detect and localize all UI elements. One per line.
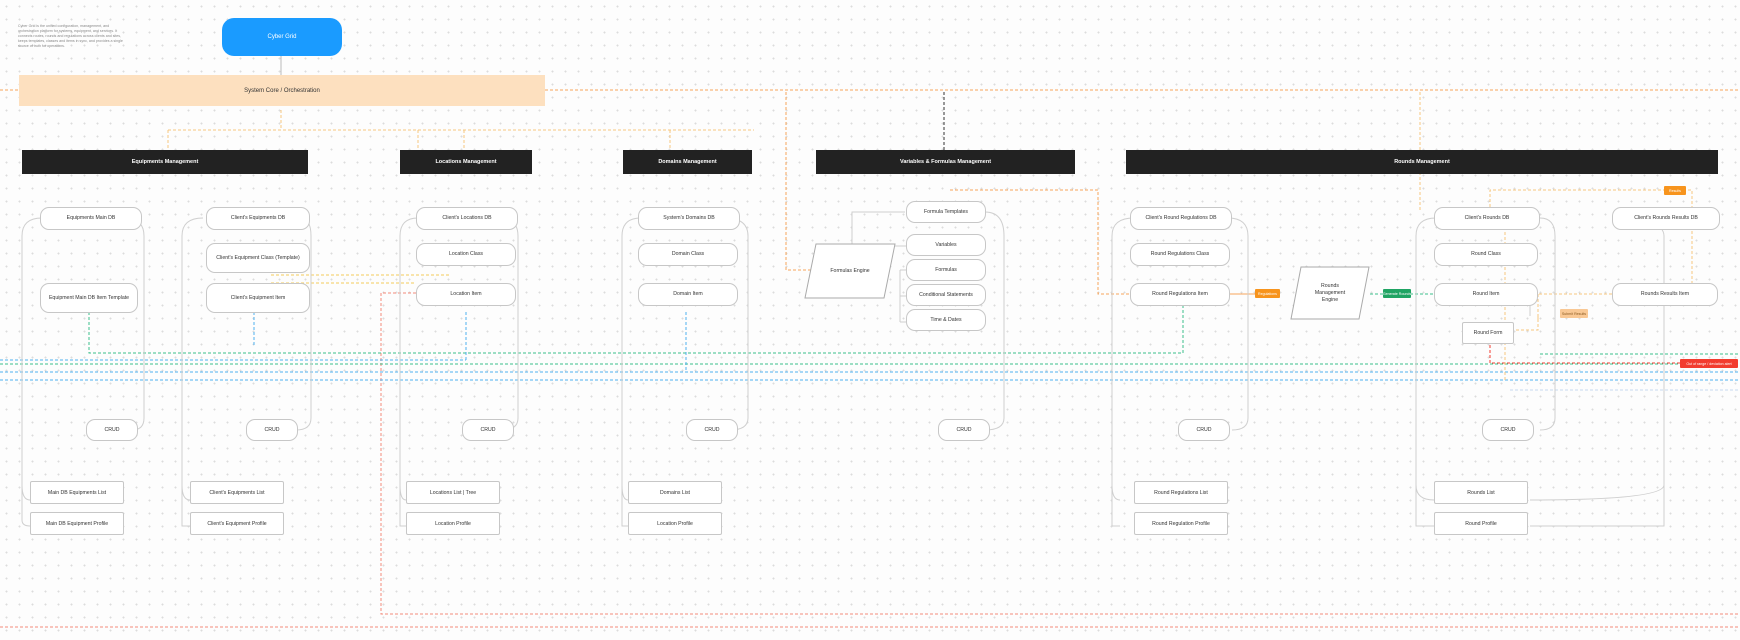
variables-node[interactable]: Variables <box>906 234 986 256</box>
client-equipment-class[interactable]: Client's Equipment Class (Template) <box>206 243 310 273</box>
parallelogram-shape <box>804 243 896 299</box>
conditional-statements[interactable]: Conditional Statements <box>906 284 986 306</box>
rounds-management-engine[interactable]: Rounds Management Engine <box>1290 266 1370 320</box>
rounds-engine-label: Rounds Management Engine <box>1314 282 1346 303</box>
round-regulations-list[interactable]: Round Regulations List <box>1134 481 1228 504</box>
formulas-engine-label: Formulas Engine <box>830 267 870 274</box>
client-round-regulations-db[interactable]: Client's Round Regulations DB <box>1130 207 1232 230</box>
crud-node[interactable]: CRUD <box>1178 419 1230 441</box>
red-loc-drop <box>380 292 1740 615</box>
crud-node[interactable]: CRUD <box>686 419 738 441</box>
client-locations-db[interactable]: Client's Locations DB <box>416 207 518 230</box>
col6-tree <box>1111 217 1249 527</box>
orange-drop-variables <box>785 92 812 271</box>
time-dates[interactable]: Time & Dates <box>906 309 986 331</box>
equipment-main-template[interactable]: Equipment Main DB Item Template <box>40 283 138 313</box>
crud-node[interactable]: CRUD <box>1482 419 1534 441</box>
project-description: Cyber Grid is the unified configuration,… <box>18 24 123 48</box>
main-db-equipments-list[interactable]: Main DB Equipments List <box>30 481 124 504</box>
client-equipments-list[interactable]: Client's Equipments List <box>190 481 284 504</box>
system-domains-db[interactable]: System's Domains DB <box>638 207 740 230</box>
section-domains[interactable]: Domains Management <box>623 150 752 174</box>
section-variables[interactable]: Variables & Formulas Management <box>816 150 1075 174</box>
blue-line-3 <box>0 312 467 361</box>
domain-item[interactable]: Domain Item <box>638 283 738 306</box>
main-db-equipment-profile[interactable]: Main DB Equipment Profile <box>30 512 124 535</box>
green-line-1 <box>88 306 1184 354</box>
client-equipment-item[interactable]: Client's Equipment Item <box>206 283 310 313</box>
formula-to-reg <box>950 189 1255 295</box>
results-tag: Results <box>1664 186 1686 195</box>
round-regulation-profile[interactable]: Round Regulation Profile <box>1134 512 1228 535</box>
location-profile[interactable]: Location Profile <box>406 512 500 535</box>
col1-tree <box>21 217 145 527</box>
red-alert-line <box>1489 330 1690 364</box>
client-equipments-db[interactable]: Client's Equipments DB <box>206 207 310 230</box>
location-class[interactable]: Location Class <box>416 243 516 266</box>
client-equipment-profile[interactable]: Client's Equipment Profile <box>190 512 284 535</box>
formulas-node[interactable]: Formulas <box>906 259 986 281</box>
col7-tree <box>1415 217 1556 527</box>
location-item[interactable]: Location Item <box>416 283 516 306</box>
round-item[interactable]: Round Item <box>1434 283 1538 306</box>
section-locations[interactable]: Locations Management <box>400 150 532 174</box>
formula-templates[interactable]: Formula Templates <box>906 201 986 223</box>
locations-list-tree[interactable]: Locations List | Tree <box>406 481 500 504</box>
core-node[interactable]: System Core / Orchestration <box>19 75 545 106</box>
results-top <box>1489 189 1693 294</box>
client-rounds-results-db[interactable]: Client's Rounds Results DB <box>1612 207 1720 230</box>
crud-node[interactable]: CRUD <box>462 419 514 441</box>
round-regulations-item[interactable]: Round Regulations Item <box>1130 283 1230 306</box>
rounds-results-item[interactable]: Rounds Results Item <box>1612 283 1718 306</box>
section-equipments[interactable]: Equipments Management <box>22 150 308 174</box>
formulas-engine[interactable]: Formulas Engine <box>804 243 896 299</box>
blue-line-1 <box>0 312 1740 373</box>
parallelogram-shape <box>1290 266 1370 320</box>
round-form[interactable]: Round Form <box>1462 322 1514 344</box>
regulations-tag: Regulations <box>1255 289 1280 298</box>
section-rounds[interactable]: Rounds Management <box>1126 150 1718 174</box>
round-profile[interactable]: Round Profile <box>1434 512 1528 535</box>
domain-class[interactable]: Domain Class <box>638 243 738 266</box>
alert-tag: Out of range / deviation alert <box>1680 359 1738 368</box>
submit-results-tag: Submit Results <box>1560 309 1588 318</box>
rounds-list[interactable]: Rounds List <box>1434 481 1528 504</box>
domain-profile[interactable]: Location Profile <box>628 512 722 535</box>
crud-node[interactable]: CRUD <box>86 419 138 441</box>
domains-list[interactable]: Domains List <box>628 481 722 504</box>
round-class[interactable]: Round Class <box>1434 243 1538 266</box>
equipments-main-db[interactable]: Equipments Main DB <box>40 207 142 230</box>
generate-rounds-tag: Generate Rounds <box>1383 289 1411 298</box>
core-to-sections <box>167 110 754 150</box>
crud-node[interactable]: CRUD <box>246 419 298 441</box>
client-rounds-db[interactable]: Client's Rounds DB <box>1434 207 1540 230</box>
crud-node[interactable]: CRUD <box>938 419 990 441</box>
root-node[interactable]: Cyber Grid <box>222 18 342 56</box>
round-regulations-class[interactable]: Round Regulations Class <box>1130 243 1230 266</box>
